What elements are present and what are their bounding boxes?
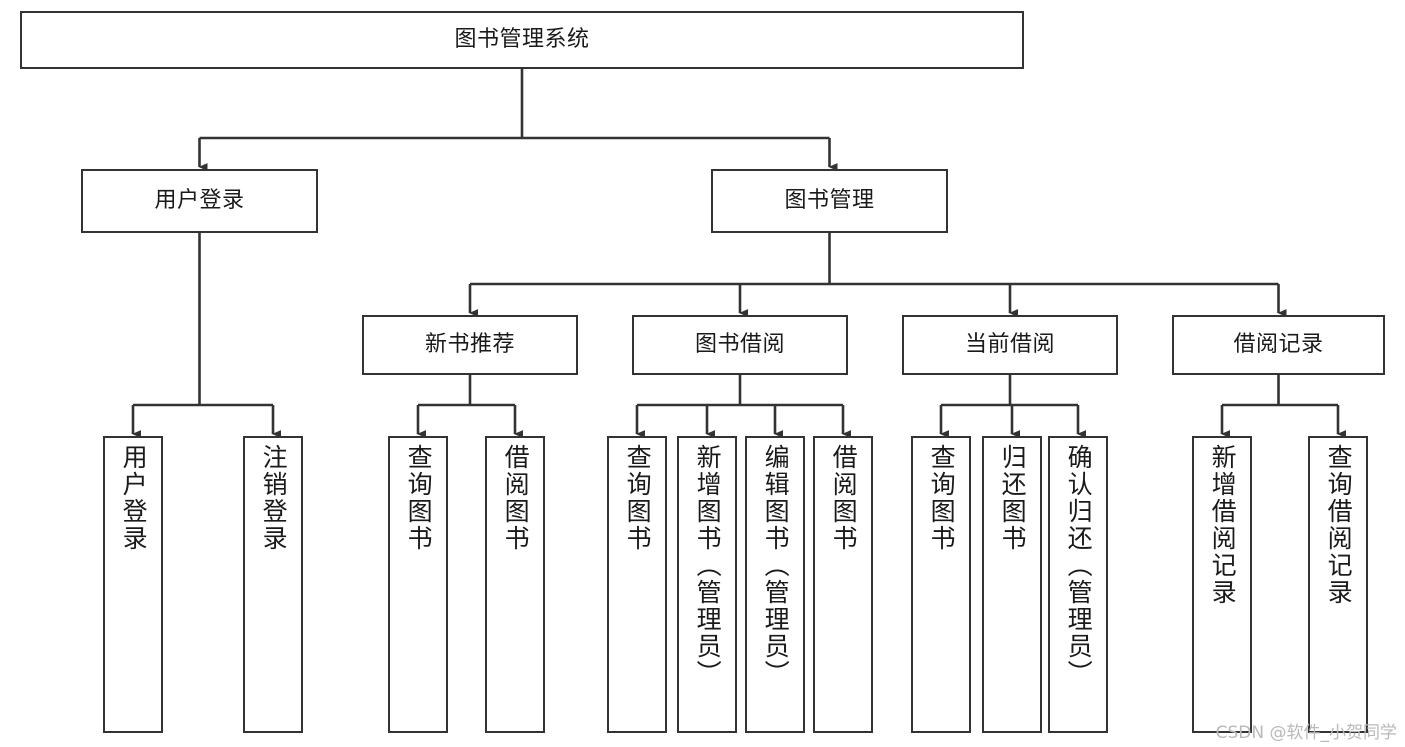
node-label: 编辑图书（管理员） [761, 444, 791, 687]
node-label: 用户登录 [154, 188, 245, 214]
node-root[interactable]: 图书管理系统 [20, 11, 1024, 69]
node-label: 新增图书（管理员） [693, 444, 723, 687]
node-label: 查询图书 [927, 444, 957, 552]
node-l3_5[interactable]: 查询图书 [607, 436, 667, 733]
node-label: 用户登录 [119, 444, 149, 552]
node-label: 查询图书 [404, 444, 434, 552]
node-label: 注销登录 [259, 444, 289, 552]
node-l3_11[interactable]: 确认归还（管理员） [1048, 436, 1108, 733]
node-l3_9[interactable]: 查询图书 [911, 436, 971, 733]
node-label: 图书管理系统 [454, 27, 590, 53]
node-l3_6[interactable]: 新增图书（管理员） [677, 436, 737, 733]
node-label: 新书推荐 [424, 332, 515, 358]
node-label: 查询借阅记录 [1324, 444, 1354, 606]
node-l3_7[interactable]: 编辑图书（管理员） [745, 436, 805, 733]
node-newbook[interactable]: 新书推荐 [362, 315, 578, 375]
node-label: 图书管理 [784, 188, 875, 214]
node-label: 借阅图书 [501, 444, 531, 552]
node-label: 归还图书 [998, 444, 1028, 552]
node-label: 借阅记录 [1233, 332, 1324, 358]
node-login[interactable]: 用户登录 [81, 169, 318, 233]
node-label: 当前借阅 [964, 332, 1055, 358]
node-l3_1[interactable]: 用户登录 [103, 436, 163, 733]
node-records[interactable]: 借阅记录 [1172, 315, 1385, 375]
node-label: 借阅图书 [829, 444, 859, 552]
node-borrow[interactable]: 图书借阅 [632, 315, 848, 375]
node-l3_10[interactable]: 归还图书 [982, 436, 1042, 733]
node-l3_2[interactable]: 注销登录 [243, 436, 303, 733]
node-l3_3[interactable]: 查询图书 [388, 436, 448, 733]
csdn-watermark: CSDN @软件_小贺同学 [1215, 723, 1397, 743]
node-l3_4[interactable]: 借阅图书 [485, 436, 545, 733]
node-label: 查询图书 [623, 444, 653, 552]
node-label: 新增借阅记录 [1208, 444, 1238, 606]
node-l3_8[interactable]: 借阅图书 [813, 436, 873, 733]
node-bookmgmt[interactable]: 图书管理 [711, 169, 948, 233]
node-l3_13[interactable]: 查询借阅记录 [1308, 436, 1368, 733]
node-label: 确认归还（管理员） [1064, 444, 1094, 687]
node-current[interactable]: 当前借阅 [902, 315, 1118, 375]
node-l3_12[interactable]: 新增借阅记录 [1192, 436, 1252, 733]
node-label: 图书借阅 [694, 332, 785, 358]
